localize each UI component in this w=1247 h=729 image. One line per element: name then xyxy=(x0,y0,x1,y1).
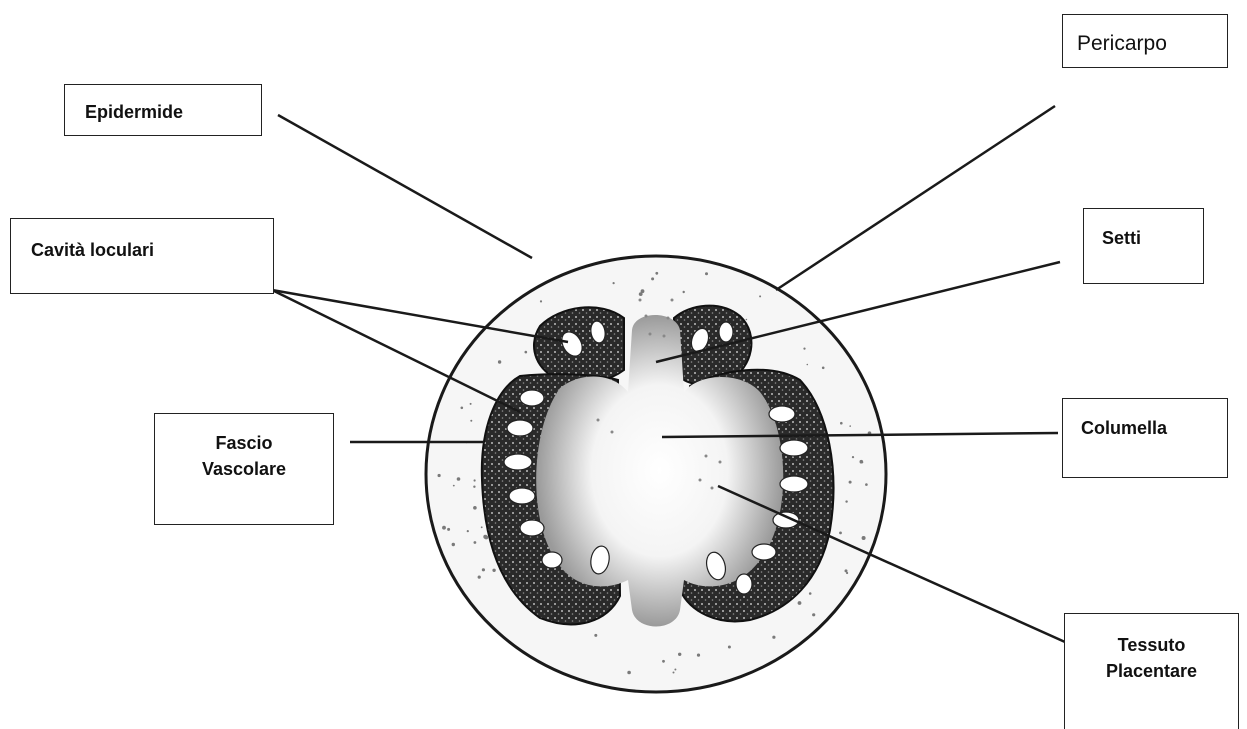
label-tessuto-placentare-line1: Tessuto xyxy=(1065,632,1238,658)
pericarp-speckle xyxy=(840,422,843,425)
pericarp-speckle xyxy=(772,636,775,639)
pericarp-speckle xyxy=(482,568,485,571)
label-columella: Columella xyxy=(1062,398,1228,478)
pericarp-speckle xyxy=(798,601,802,605)
pericarp-speckle xyxy=(655,272,658,275)
pericarp-speckle xyxy=(474,541,477,544)
pericarp-speckle xyxy=(627,671,631,675)
leader-pericarpo xyxy=(776,106,1055,290)
pericarp-speckle xyxy=(846,572,848,574)
pericarp-speckle xyxy=(498,360,501,363)
pericarp-speckle xyxy=(613,282,615,284)
pericarp-speckle xyxy=(812,613,815,616)
pericarp-speckle xyxy=(470,420,472,422)
pericarp-speckle xyxy=(525,351,528,354)
pericarp-speckle xyxy=(651,277,654,280)
label-epidermide-text: Epidermide xyxy=(85,99,261,125)
label-pericarpo-text: Pericarpo xyxy=(1077,29,1227,59)
pericarp-speckle xyxy=(662,660,665,663)
pericarp-speckle xyxy=(484,535,488,539)
pericarp-speckle xyxy=(453,485,455,487)
pericarp-speckle xyxy=(447,528,450,531)
label-tessuto-placentare: Tessuto Placentare xyxy=(1064,613,1239,729)
pericarp-speckle xyxy=(452,543,455,546)
pericarp-speckle xyxy=(746,319,748,321)
pericarp-speckle xyxy=(461,407,464,410)
label-epidermide: Epidermide xyxy=(64,84,262,136)
pericarp-speckle xyxy=(705,272,708,275)
pericarp-speckle xyxy=(540,300,542,302)
pericarp-speckle xyxy=(759,295,761,297)
label-fascio-vascolare-line1: Fascio xyxy=(155,430,333,456)
pericarp-speckle xyxy=(641,289,645,293)
pericarp-speckle xyxy=(473,506,477,510)
label-fascio-vascolare: Fascio Vascolare xyxy=(154,413,334,525)
pericarp-speckle xyxy=(865,483,868,486)
pericarp-speckle xyxy=(697,654,700,657)
label-columella-text: Columella xyxy=(1081,415,1227,441)
pericarp-speckle xyxy=(809,592,812,595)
pericarp-speckle xyxy=(492,569,495,572)
label-pericarpo: Pericarpo xyxy=(1062,14,1228,68)
label-setti-text: Setti xyxy=(1102,225,1203,251)
pericarp-speckle xyxy=(822,367,825,370)
pericarp-speckle xyxy=(683,291,685,293)
pericarp-speckle xyxy=(467,530,469,532)
pericarp-speckle xyxy=(862,536,866,540)
pericarp-speckle xyxy=(674,669,676,671)
pericarp-speckle xyxy=(457,477,461,481)
pericarp-speckle xyxy=(728,646,731,649)
pericarp-speckle xyxy=(839,532,842,535)
pericarp-speckle xyxy=(861,461,863,463)
pericarp-speckle xyxy=(678,653,681,656)
pericarp-speckle xyxy=(807,364,809,366)
pericarp-speckle xyxy=(478,576,481,579)
leader-epidermide xyxy=(278,115,532,258)
pericarp-speckle xyxy=(473,486,475,488)
pericarp-speckle xyxy=(849,425,851,427)
pericarp-speckle xyxy=(474,479,476,481)
pericarp-speckle xyxy=(438,474,441,477)
label-tessuto-placentare-line2: Placentare xyxy=(1065,658,1238,684)
pericarp-speckle xyxy=(852,456,854,458)
pericarp-speckle xyxy=(803,348,805,350)
pericarp-speckle xyxy=(470,403,472,405)
label-setti: Setti xyxy=(1083,208,1204,284)
label-cavita-loculari-text: Cavità loculari xyxy=(31,237,273,263)
pericarp-speckle xyxy=(845,500,847,502)
pericarp-speckle xyxy=(673,672,675,674)
pericarp-speckle xyxy=(594,634,597,637)
pericarp-speckle xyxy=(481,526,483,528)
pericarp-speckle xyxy=(442,526,446,530)
label-fascio-vascolare-line2: Vascolare xyxy=(155,456,333,482)
pericarp-speckle xyxy=(849,481,852,484)
label-cavita-loculari: Cavità loculari xyxy=(10,218,274,294)
